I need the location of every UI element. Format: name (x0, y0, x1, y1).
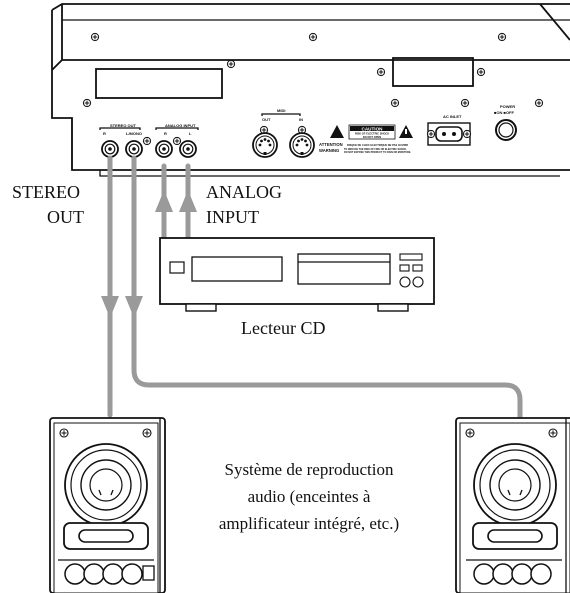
cd-tray (297, 253, 391, 285)
screw-icon (376, 67, 386, 77)
attention-text: RISQUE DE CHOC ELECTRIQUE NE PAS OUVRIR (347, 143, 408, 147)
screw-icon (476, 67, 486, 77)
left-speaker (49, 417, 166, 593)
cd-player-label: Lecteur CD (241, 318, 325, 338)
caution-line-2: DO NOT OPEN (363, 135, 381, 139)
analog-input-r-jack[interactable] (155, 140, 173, 158)
caution-line-1: RISK OF ELECTRIC SHOCK (355, 132, 389, 136)
right-speaker (455, 417, 570, 593)
power-button[interactable] (495, 119, 517, 141)
cables (101, 155, 523, 423)
screw-icon (497, 32, 507, 42)
caution-label: CAUTION RISK OF ELECTRIC SHOCK DO NOT OP… (319, 124, 413, 154)
cd-power-button (169, 261, 185, 274)
device-rear-panel: STEREO OUT R L/MONO ANALOG INPUT R L MID… (51, 3, 570, 177)
speakers-label-line-1: Système de reproduction (224, 460, 394, 479)
arrow-up-icon (155, 190, 173, 212)
analog-input-jack-l: L (189, 131, 192, 136)
analog-input-label-line-2: INPUT (206, 207, 259, 227)
midi-header: MIDI (277, 108, 285, 113)
screw-icon (142, 136, 152, 146)
warning-text-1: TO REDUCE THE RISK OF FIRE OR ELECTRIC S… (344, 148, 407, 151)
midi-in-label: IN (299, 117, 303, 122)
warning-text-2: DO NOT EXPOSE THIS PRODUCT TO RAIN OR MO… (344, 151, 411, 154)
caution-title: CAUTION (362, 126, 384, 131)
arrow-down-icon (101, 296, 119, 318)
stereo-out-label-line-2: OUT (47, 207, 84, 227)
cd-player (159, 237, 435, 312)
screw-icon (172, 136, 182, 146)
analog-input-header: ANALOG INPUT (165, 123, 196, 128)
screw-icon (534, 98, 544, 108)
cd-display (191, 256, 283, 282)
blank-slot-panel (95, 68, 223, 99)
analog-input-l-jack[interactable] (179, 140, 197, 158)
screw-icon (82, 98, 92, 108)
speakers-label-line-2: audio (enceintes à (248, 487, 371, 506)
screw-icon (426, 129, 436, 139)
power-states: ■ON ■OFF (494, 110, 514, 115)
midi-in-port[interactable] (289, 132, 315, 158)
arrow-up-icon (179, 190, 197, 212)
stereo-out-r-jack[interactable] (101, 140, 119, 158)
stereo-out-jack-r: R (103, 131, 106, 136)
screw-icon (390, 98, 400, 108)
screw-icon (308, 32, 318, 42)
stereo-out-label-line-1: STEREO (12, 182, 80, 202)
screw-icon (90, 32, 100, 42)
screw-icon (226, 59, 236, 69)
ac-inlet-socket[interactable] (426, 122, 472, 146)
analog-input-label-line-1: ANALOG (206, 182, 282, 202)
speakers-label-line-3: amplificateur intégré, etc.) (219, 514, 399, 533)
analog-input-jack-r: R (164, 131, 167, 136)
stereo-out-l-jack[interactable] (125, 140, 143, 158)
stereo-out-header: STEREO OUT (110, 123, 137, 128)
attention-label: ATTENTION (319, 142, 343, 147)
screw-icon (462, 129, 472, 139)
warning-label: WARNING (319, 148, 339, 153)
ac-inlet-label: AC INLET (443, 114, 462, 119)
cable-stereo-out-l (131, 155, 523, 423)
blank-slot-panel (392, 57, 474, 87)
power-label: POWER (500, 104, 515, 109)
midi-out-port[interactable] (252, 132, 278, 158)
stereo-out-jack-l: L/MONO (126, 131, 142, 136)
screw-icon (460, 98, 470, 108)
midi-out-label: OUT (262, 117, 271, 122)
arrow-down-icon (125, 296, 143, 318)
